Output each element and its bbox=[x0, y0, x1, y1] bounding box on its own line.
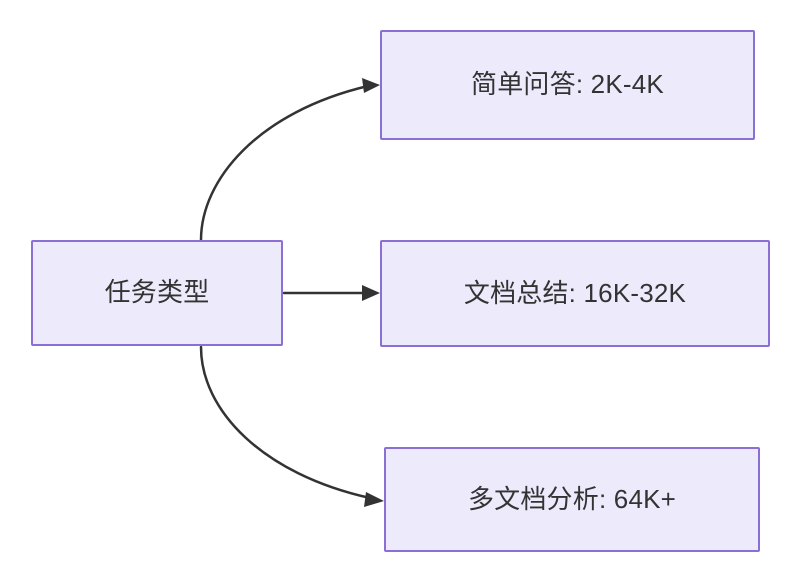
edge-root-to-simple-qa bbox=[199, 78, 380, 242]
node-task-type[interactable]: 任务类型 bbox=[31, 240, 283, 346]
edge-root-to-multi-doc bbox=[199, 345, 384, 507]
node-multi-doc[interactable]: 多文档分析: 64K+ bbox=[384, 447, 760, 552]
node-simple-qa[interactable]: 简单问答: 2K-4K bbox=[380, 30, 755, 140]
edge-root-to-doc-summary bbox=[282, 285, 380, 301]
node-task-type-label: 任务类型 bbox=[104, 277, 210, 308]
arrowhead-doc-summary bbox=[362, 285, 380, 301]
node-simple-qa-label: 简单问答: 2K-4K bbox=[471, 69, 664, 100]
arrowhead-simple-qa bbox=[362, 78, 380, 93]
node-multi-doc-label: 多文档分析: 64K+ bbox=[467, 483, 677, 514]
arrowhead-multi-doc bbox=[364, 492, 384, 507]
node-doc-summary[interactable]: 文档总结: 16K-32K bbox=[380, 240, 770, 347]
node-doc-summary-label: 文档总结: 16K-32K bbox=[463, 277, 687, 308]
